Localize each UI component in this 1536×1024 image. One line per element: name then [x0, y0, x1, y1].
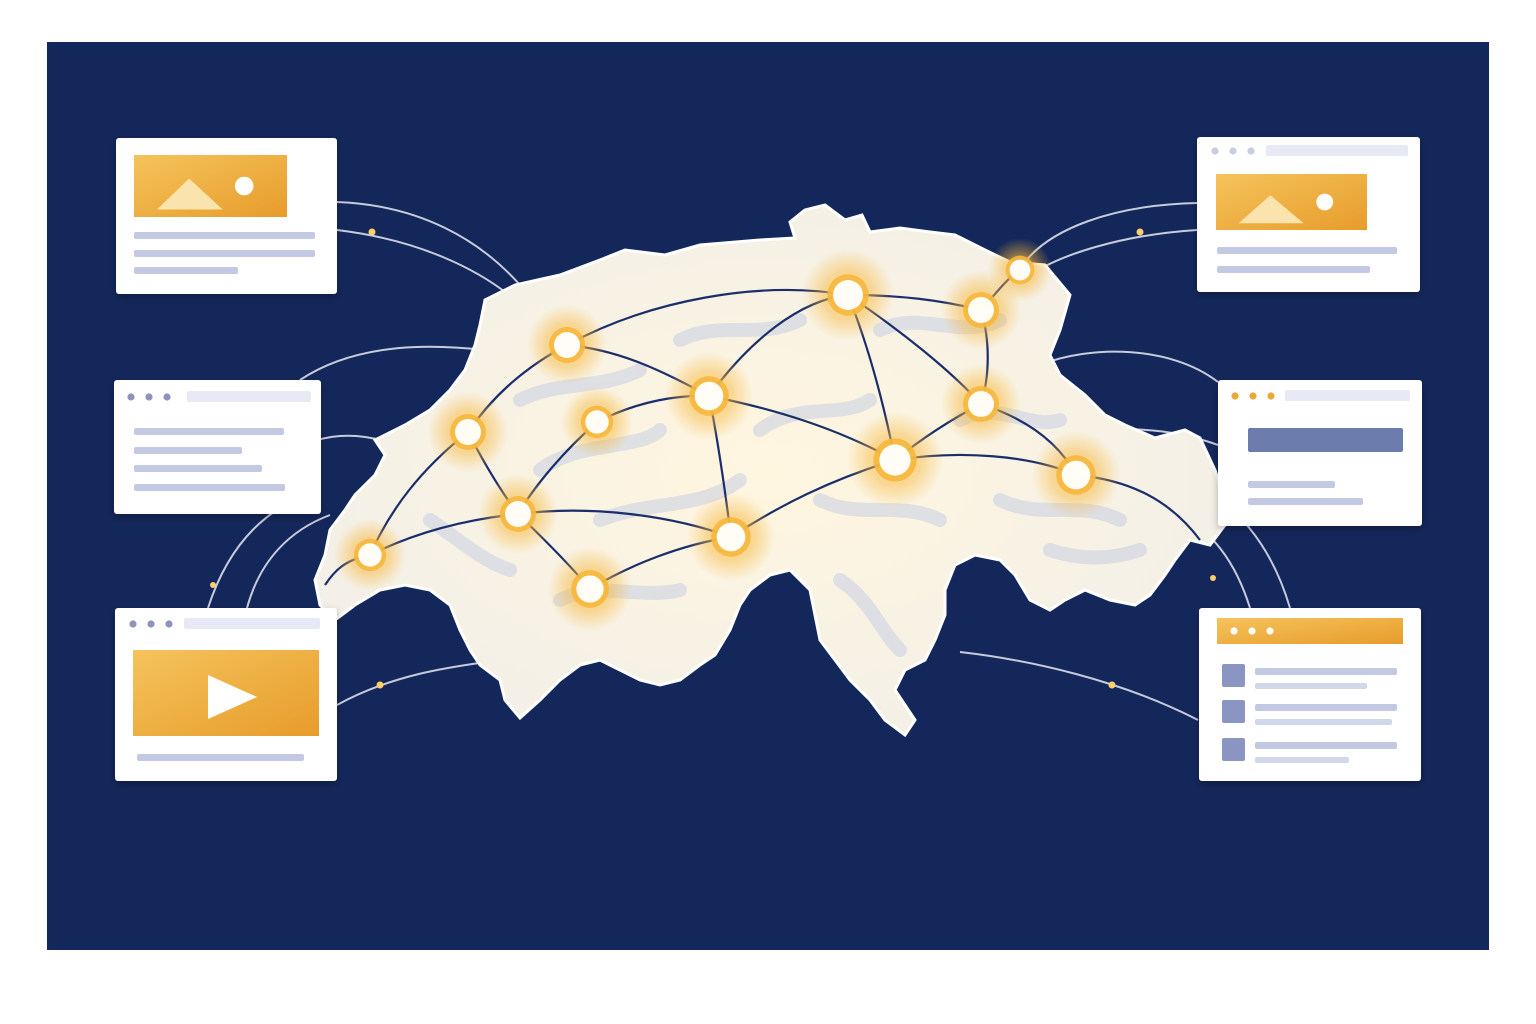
window-dot	[1248, 627, 1256, 635]
text-line	[134, 232, 315, 239]
address-bar	[1266, 145, 1408, 156]
network-node	[665, 352, 753, 440]
image-icon	[1216, 174, 1367, 230]
text-line	[134, 250, 315, 257]
text-line	[1248, 481, 1335, 488]
node-core	[576, 575, 604, 603]
address-bar	[184, 618, 320, 629]
text-line	[1255, 683, 1367, 689]
node-core	[694, 381, 724, 411]
network-node	[941, 364, 1021, 444]
text-line	[134, 428, 284, 435]
network-node	[988, 238, 1052, 302]
node-core	[455, 419, 481, 445]
play-triangle	[208, 675, 257, 719]
text-line	[134, 447, 242, 454]
window-dot	[145, 393, 153, 401]
network-node	[527, 305, 607, 385]
node-core	[1009, 259, 1031, 281]
sun-shape	[234, 176, 254, 196]
node-core	[879, 444, 911, 476]
node-core	[358, 543, 382, 567]
list-bullet	[1222, 738, 1245, 761]
list-bullet	[1222, 664, 1245, 687]
text-line	[1217, 266, 1370, 273]
node-core	[585, 410, 609, 434]
text-line	[1255, 742, 1397, 749]
address-bar	[187, 391, 311, 402]
network-nodes	[334, 238, 1120, 631]
window-dot	[1267, 392, 1275, 400]
window-dot	[1231, 392, 1239, 400]
text-line	[134, 484, 285, 491]
address-bar	[1285, 390, 1410, 401]
card-left-2	[114, 380, 321, 514]
window-dot	[147, 620, 155, 628]
text-line	[134, 267, 238, 274]
mountain-shape	[1238, 195, 1304, 224]
card-frame	[1218, 380, 1422, 526]
header-block	[1248, 428, 1403, 452]
card-right-3	[1199, 608, 1421, 781]
network-node	[548, 547, 632, 631]
mountain-shape	[156, 178, 223, 210]
text-line	[1255, 704, 1397, 711]
list-bullet	[1222, 700, 1245, 723]
network-node	[847, 412, 943, 508]
card-frame	[1199, 608, 1421, 781]
node-core	[968, 391, 994, 417]
node-core	[505, 501, 531, 527]
network-node	[334, 519, 406, 591]
window-dot	[163, 393, 171, 401]
window-dot	[1229, 147, 1237, 155]
sun-shape	[1316, 193, 1334, 211]
window-dot	[1266, 627, 1274, 635]
card-right-2	[1218, 380, 1422, 526]
network-node	[802, 249, 894, 341]
title-bar	[1217, 618, 1403, 644]
text-line	[1255, 757, 1349, 763]
text-line	[1255, 719, 1392, 725]
text-line	[1255, 668, 1397, 675]
text-line	[1217, 247, 1397, 254]
node-core	[833, 280, 863, 310]
node-core	[716, 522, 746, 552]
card-right-1	[1197, 137, 1420, 292]
play-icon	[133, 650, 319, 736]
image-icon	[134, 155, 287, 217]
card-left-3	[115, 608, 337, 781]
node-core	[968, 297, 994, 323]
content-cards	[114, 137, 1422, 781]
window-dot	[1249, 392, 1257, 400]
connector-sparks	[210, 228, 1216, 689]
text-line	[1248, 498, 1363, 505]
window-dot	[1247, 147, 1255, 155]
network-node	[478, 474, 558, 554]
window-dot	[165, 620, 173, 628]
text-line	[137, 754, 304, 761]
network-node	[428, 392, 508, 472]
window-dot	[1230, 627, 1238, 635]
network-node	[1032, 431, 1120, 519]
window-dot	[129, 620, 137, 628]
card-left-1	[116, 138, 337, 294]
text-line	[134, 465, 262, 472]
network-node	[561, 386, 633, 458]
window-dot	[127, 393, 135, 401]
window-dot	[1211, 147, 1219, 155]
node-core	[554, 332, 580, 358]
node-core	[1061, 460, 1091, 490]
network-node	[687, 493, 775, 581]
